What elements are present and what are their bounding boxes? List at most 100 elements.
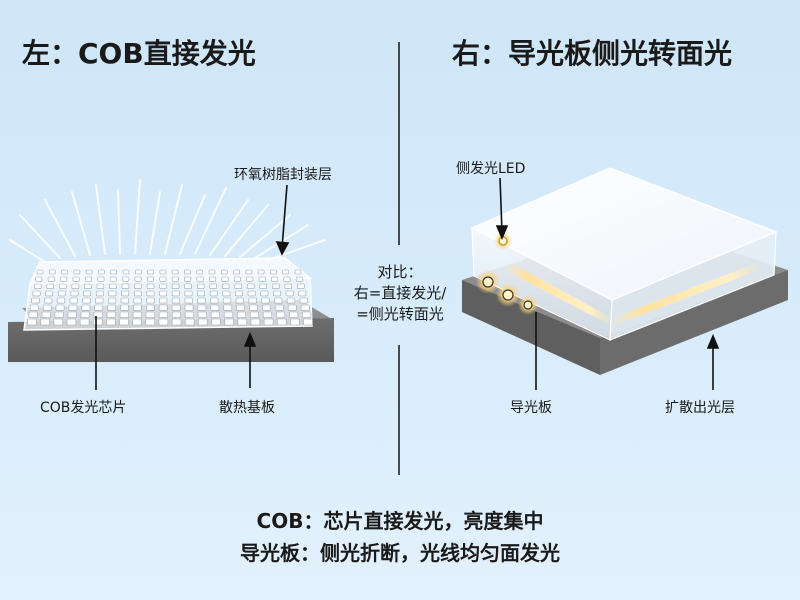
cob-chip [28,311,38,318]
cob-chip [184,318,195,326]
cob-chip [210,311,221,318]
cob-chip [73,269,81,275]
cob-chip [120,304,129,311]
cob-chip [135,269,142,275]
arrowhead [495,225,509,241]
cob-chip [301,311,312,318]
cob-chip [95,297,104,304]
cob-chip [260,290,269,297]
cob-chip [274,304,284,311]
cob-chip [58,283,67,289]
cob-chip [262,304,271,311]
cob-chip [171,311,182,318]
cob-chip [298,290,307,297]
cob-chip [247,283,255,289]
cob-chip [122,276,130,282]
cob-chip [120,297,129,304]
cob-chip [171,297,181,304]
cob-chip [272,290,281,297]
cob-chip [133,297,142,304]
cob-chip [134,283,142,289]
cob-chip [285,290,294,297]
cob-chip [109,283,117,289]
cob-chip [233,276,241,282]
cob-chip [145,318,156,326]
cob-chip [146,283,155,289]
cob-chip [221,269,228,275]
cob-chip [81,304,91,311]
cob-chip [184,311,195,318]
cob-chip [33,283,42,289]
cob-chip [134,276,142,282]
cob-chip [303,318,313,326]
cob-chip [70,290,79,297]
cob-chip [146,297,155,304]
cob-chip [108,290,117,297]
cob-chip [106,311,116,318]
comparison-line-1: 右=直接发光/ [353,284,447,302]
cob-chip [56,297,66,304]
cob-chip [247,290,256,297]
cob-chip [294,269,302,275]
cob-chip [297,283,305,289]
cob-chip [284,283,293,289]
cob-chip [158,318,169,326]
cob-chip [40,318,50,326]
cob-chip [48,269,56,275]
cob-chip [55,304,65,311]
diffuser-label: 扩散出光层 [665,400,735,416]
cob-chip [110,269,117,275]
cob-chip [196,269,203,275]
cob-chip [235,297,244,304]
cob-chip [68,304,78,311]
cob-chip [209,283,217,289]
cob-chip [235,290,243,297]
cob-chip [97,276,105,282]
cob-chip [184,290,193,297]
cob-chip [133,304,142,311]
cob-chip [171,304,181,311]
epoxy-layer-label: 环氧树脂封装层 [234,167,332,183]
cob-chip [210,304,220,311]
cob-chip [250,318,261,326]
cob-chip [210,297,219,304]
cob-chip [85,269,93,275]
cob-chip [299,297,308,304]
cob-chip [42,304,52,311]
cob-chip [69,297,78,304]
cob-chip [32,290,41,297]
light-rays [9,179,326,263]
cob-chip [106,318,116,326]
cob-chip [211,318,221,326]
cob-chip [259,283,267,289]
cob-chip [184,297,193,304]
cob-chip [221,276,229,282]
left-annotation-lines [95,184,290,390]
cob-chip [288,311,299,318]
right-annotation-lines [495,177,720,390]
cob-chip [145,311,155,318]
cob-chip [41,311,51,318]
cob-chip [272,283,280,289]
cob-chip [233,269,240,275]
cob-chip [197,297,206,304]
cob-chip [121,290,130,297]
right-title: 右：导光板侧光转面光 [452,37,733,70]
cob-chip [224,318,234,326]
cob-chip [197,304,207,311]
cob-chip [223,304,233,311]
cob-chip [184,283,192,289]
cob-chip [171,318,182,326]
cob-chip [184,304,194,311]
cob-chip [234,283,243,289]
cob-chip [107,297,117,304]
cob-chip [258,276,266,282]
cob-chip [249,304,258,311]
cob-chip [273,297,283,304]
arrowhead [243,331,257,347]
cob-chip [83,290,92,297]
cob-chip [159,297,168,304]
cob-chip [92,318,103,326]
substrate-label: 散热基板 [219,400,275,416]
